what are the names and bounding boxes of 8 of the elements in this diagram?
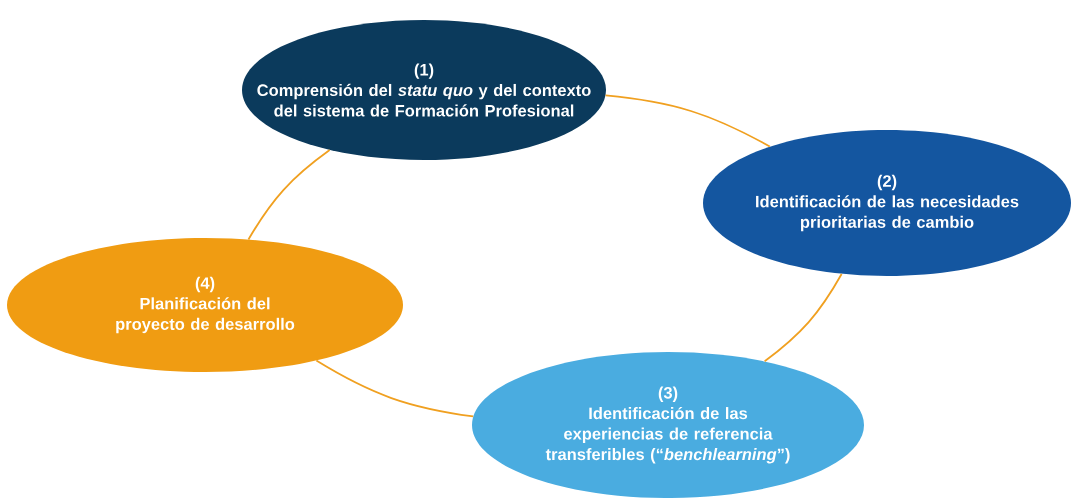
ellipse-node: (1) Comprensión del statu quo y del contexto del sistema de Formación Profesional	[242, 20, 606, 160]
connector-line	[604, 94, 771, 148]
ellipse-node: (3) Identificación de las experiencias de referencia transferibles (“benchlearning”)	[472, 352, 864, 498]
connector-line	[315, 359, 475, 418]
connector-line	[763, 273, 843, 363]
connector-line	[247, 149, 331, 241]
ellipse-node: (2) Identificación de las necesidades prioritarias de cambio	[703, 130, 1071, 276]
ellipse-node: (4) Planificación del proyecto de desarrollo	[7, 238, 403, 372]
